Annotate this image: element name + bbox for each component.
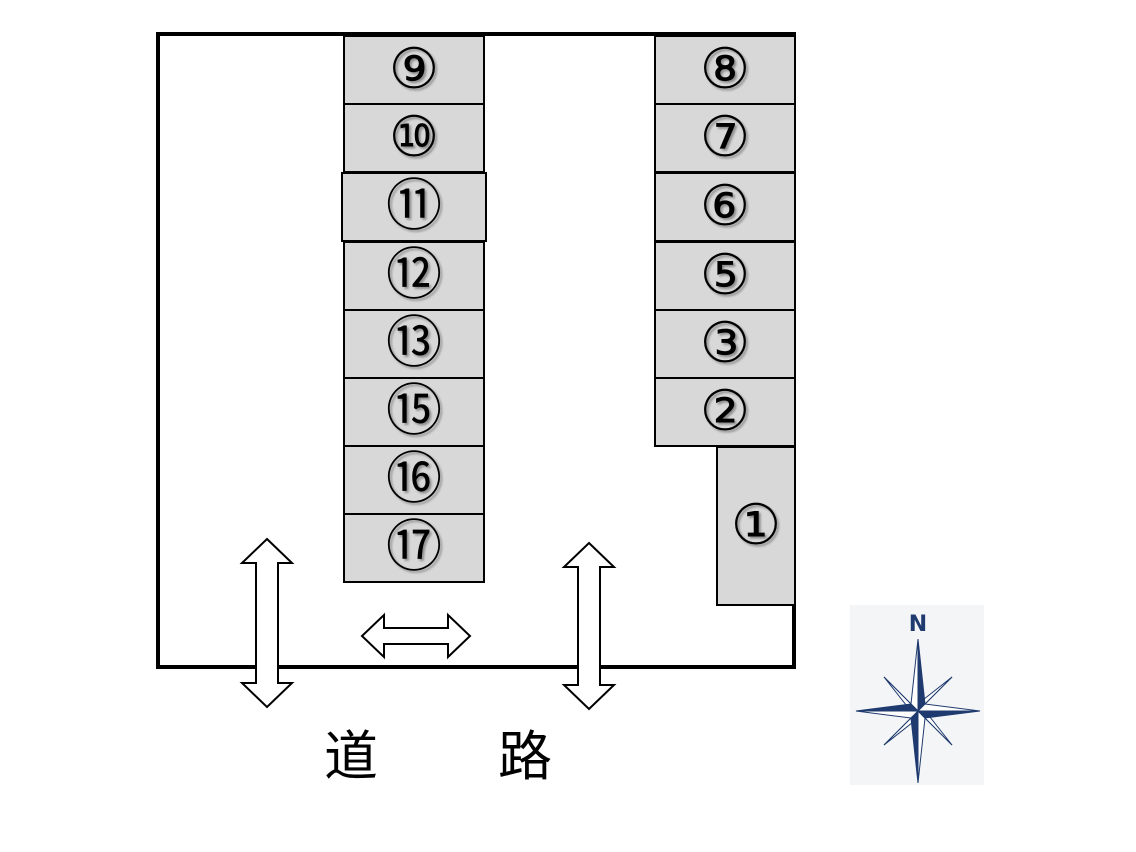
stall-number: ⑬ [386,311,442,376]
parking-stall-17: ⑰ [343,513,485,583]
parking-stall-8: ⑧ [654,35,796,105]
entrance-left-arrow-icon [239,537,295,709]
stall-number: ⑧ [699,37,751,102]
parking-stall-9: ⑨ [343,35,485,105]
entrance-right-arrow-icon [561,541,617,711]
parking-stall-2: ② [654,377,796,447]
stall-number: ⑨ [388,37,440,102]
parking-stall-11: ⑪ [341,172,487,242]
compass-rose-icon: N [850,605,984,785]
parking-stall-7: ⑦ [654,103,796,173]
parking-stall-12: ⑫ [343,241,485,311]
parking-stall-3: ③ [654,309,796,379]
parking-stall-13: ⑬ [343,309,485,379]
parking-stall-10: ⑩ [343,103,485,173]
road-label-char-1: 道 [324,725,378,788]
stall-number: ⑥ [699,174,751,239]
stall-number: ⑫ [386,243,442,308]
aisle-horizontal-arrow-icon [360,612,472,660]
stall-number: ⑪ [386,174,442,239]
road-label-char-2: 路 [498,725,552,788]
parking-stall-16: ⑯ [343,445,485,515]
stall-number: ⑤ [699,243,751,308]
stall-number: ⑩ [388,105,440,170]
compass-north-label: N [909,612,927,637]
stall-number: ⑯ [386,447,442,512]
stall-number: ② [699,379,751,444]
stall-number: ⑰ [386,515,442,580]
parking-stall-15: ⑮ [343,377,485,447]
stall-number: ⑦ [699,105,751,170]
stall-number: ① [730,493,782,558]
stall-number: ⑮ [386,379,442,444]
parking-stall-6: ⑥ [654,172,796,242]
parking-stall-1: ① [716,446,796,606]
stall-number: ③ [699,311,751,376]
parking-stall-5: ⑤ [654,241,796,311]
